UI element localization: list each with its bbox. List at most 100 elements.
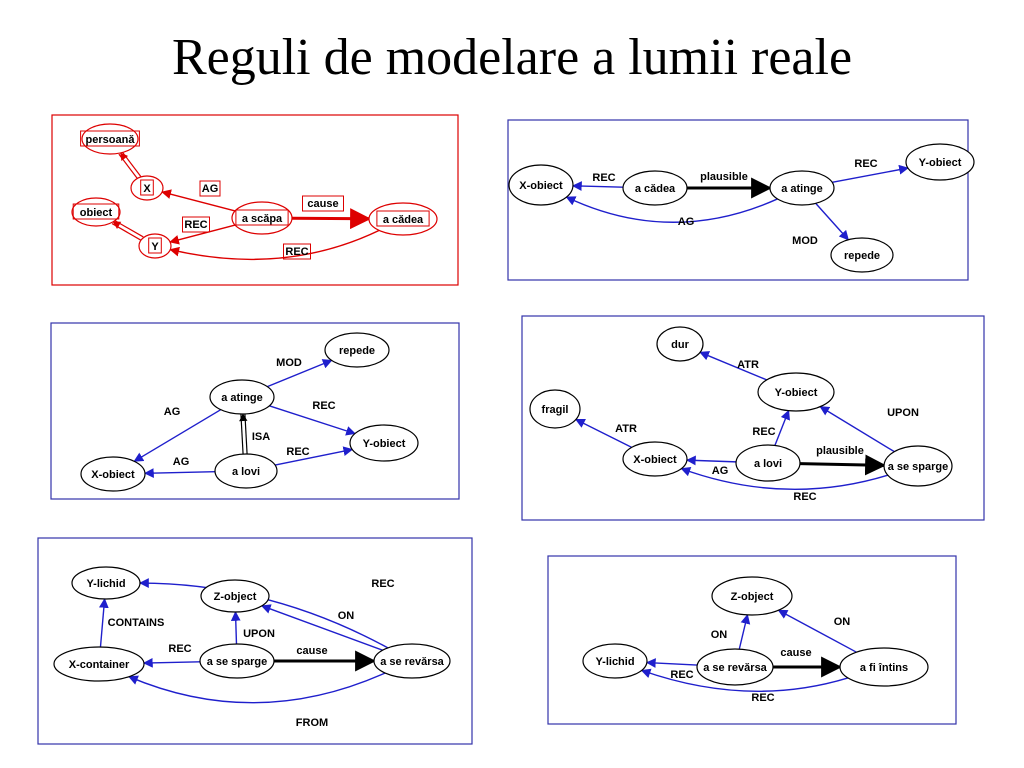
- edge-label: AG: [202, 183, 219, 195]
- node-yob: Y-obiect: [757, 372, 835, 412]
- label-box: [140, 179, 154, 196]
- node-label: persoană: [86, 134, 136, 146]
- edge-label: ATR: [615, 423, 637, 435]
- edge-lov-yob: REC: [752, 409, 790, 446]
- node-spa: a se sparge: [199, 643, 275, 679]
- node-label: repede: [339, 345, 375, 357]
- node-yli: Y-lichid: [582, 643, 648, 679]
- edge-label: REC: [371, 578, 394, 590]
- node-label: a se revărsa: [380, 656, 444, 668]
- edge-rev-zob: ON: [711, 613, 751, 650]
- edge-label: ISA: [252, 431, 270, 443]
- edge-label: REC: [184, 219, 207, 231]
- node-yob: Y-obiect: [349, 424, 419, 462]
- panel-frame: [50, 322, 460, 500]
- edge-label: REC: [286, 446, 309, 458]
- node-label: Y-obiect: [919, 157, 962, 169]
- edge-label: UPON: [243, 628, 275, 640]
- edge-label: AG: [678, 216, 695, 228]
- panel-frame: [37, 537, 473, 745]
- edge-label: ATR: [737, 359, 759, 371]
- node-acadea: a cădea: [368, 202, 438, 236]
- edge-ascapa-acadea: cause: [291, 195, 372, 230]
- node-label: a cădea: [383, 214, 424, 226]
- edge-label: ON: [338, 610, 355, 622]
- node-Y: Y: [138, 233, 172, 259]
- edge-spa-xob: REC: [680, 467, 889, 503]
- edge-rev-xco: FROM: [128, 672, 386, 729]
- node-ati: a atinge: [209, 379, 275, 415]
- label-box: [199, 180, 221, 197]
- edge-fii-yli: REC: [640, 668, 849, 704]
- page-title: Reguli de modelare a lumii reale: [171, 29, 853, 86]
- edge-label: REC: [752, 426, 775, 438]
- node-yli: Y-lichid: [71, 566, 141, 600]
- node-label: a se revărsa: [703, 662, 767, 674]
- node-label: a scăpa: [242, 213, 283, 225]
- node-lov: a lovi: [214, 453, 278, 489]
- edge-label: REC: [285, 246, 308, 258]
- node-label: Z-object: [214, 591, 257, 603]
- node-label: Y-lichid: [595, 656, 634, 668]
- edge-label: plausible: [700, 171, 748, 183]
- edge-label: ON: [711, 629, 728, 641]
- edge-label: AG: [712, 465, 729, 477]
- panel-2: REC plausible REC MOD AG X-obiect a cădea a ati…: [507, 119, 975, 281]
- node-xob: X-obiect: [508, 164, 574, 206]
- edge-label: FROM: [296, 717, 328, 729]
- node-ascapa: a scăpa: [231, 201, 293, 235]
- node-label: a cădea: [635, 183, 676, 195]
- edge-ati-rep: MOD: [792, 202, 849, 247]
- edge-spa-zob: UPON: [230, 611, 275, 645]
- node-label: a lovi: [754, 458, 782, 470]
- edge-label: REC: [751, 692, 774, 704]
- node-label: dur: [671, 339, 689, 351]
- node-xob: X-obiect: [80, 456, 146, 492]
- edge-rev-fii: cause: [773, 647, 843, 678]
- node-xco: X-container: [53, 646, 145, 682]
- edge-xco-yli: CONTAINS: [98, 598, 164, 648]
- node-label: X-obiect: [519, 180, 563, 192]
- edge-label: REC: [793, 491, 816, 503]
- edge-rev-zob: ON: [260, 604, 383, 651]
- edge-label: plausible: [816, 445, 864, 457]
- edge-cad-xob: REC: [571, 172, 624, 191]
- edge-lov-yob: REC: [274, 446, 354, 466]
- node-persoana: persoană: [80, 123, 140, 155]
- edge-label: REC: [854, 158, 877, 170]
- edge-label: UPON: [887, 407, 919, 419]
- edge-fii-zob: ON: [777, 609, 857, 653]
- edge-lov-spa: plausible: [799, 445, 887, 476]
- node-label: Y: [151, 241, 159, 253]
- edge-label: MOD: [276, 357, 302, 369]
- edge-spa-xco: REC: [142, 643, 201, 668]
- panel-5: CONTAINS UPON REC cause ON REC FROM Y-lichidZ-o…: [37, 537, 473, 745]
- edge-ati-xob: AG: [565, 196, 778, 228]
- edge-ati-yob: REC: [832, 158, 909, 184]
- edge-yob-dur: ATR: [699, 351, 767, 381]
- edge-cad-ati: plausible: [687, 171, 773, 199]
- node-label: a se sparge: [888, 461, 949, 473]
- edge-lov-xob: AG: [143, 456, 216, 478]
- node-label: a atinge: [781, 183, 823, 195]
- label-box: [80, 130, 140, 147]
- node-label: X-obiect: [91, 469, 135, 481]
- label-box: [148, 237, 162, 254]
- edge-ati-rep: MOD: [267, 357, 333, 388]
- label-box: [182, 216, 210, 233]
- label-box: [235, 209, 289, 226]
- node-label: repede: [844, 250, 880, 262]
- node-lov: a lovi: [735, 444, 801, 482]
- node-rev: a se revărsa: [373, 643, 451, 679]
- edge-spa-rev: cause: [274, 645, 377, 672]
- edge-lov-xob: AG: [685, 455, 737, 477]
- node-ati: a atinge: [769, 170, 835, 206]
- edge-acadea-Y: REC: [169, 229, 380, 261]
- edge-label: cause: [296, 645, 327, 657]
- panel-frame: [51, 114, 459, 286]
- node-label: a atinge: [221, 392, 263, 404]
- edge-ati-xob: AG: [133, 406, 222, 462]
